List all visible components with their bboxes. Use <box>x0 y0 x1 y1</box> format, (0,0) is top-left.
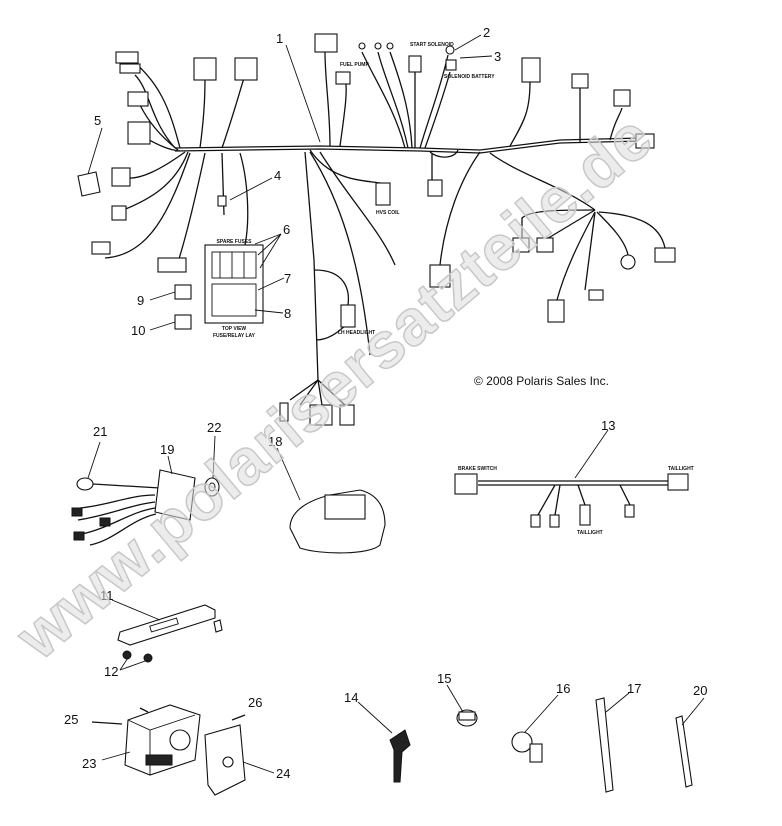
callout-1: 1 <box>276 31 283 46</box>
callout-8: 8 <box>284 306 291 321</box>
callout-11: 11 <box>100 588 114 603</box>
bracket-11 <box>117 604 223 663</box>
callout-numbers: 1 2 3 4 5 6 7 8 9 10 11 12 13 14 15 16 1… <box>64 25 707 781</box>
harness-connectors <box>77 33 676 426</box>
callout-21: 21 <box>93 424 107 439</box>
hvs-coil-label: HVS COIL <box>376 210 400 216</box>
control-module-23 <box>91 704 246 796</box>
callout-9: 9 <box>137 293 144 308</box>
clamp-15 <box>456 709 478 727</box>
callout-26: 26 <box>248 695 262 710</box>
cable-tie-17 <box>595 697 614 793</box>
harness-13-left-label: BRAKE SWITCH <box>458 466 497 472</box>
solenoid-battery-label: SOLENOID BATTERY <box>444 74 495 80</box>
callout-13: 13 <box>601 418 615 433</box>
leader-lines <box>87 34 705 774</box>
cable-tie-20 <box>675 715 693 788</box>
foam-pad-18 <box>289 489 386 554</box>
lh-headlight-label: LH HEADLIGHT <box>338 330 375 336</box>
callout-5: 5 <box>94 113 101 128</box>
fuse-relay-box: SPARE FUSES TOP VIEW FUSE/RELAY LAY <box>174 239 264 339</box>
callout-25: 25 <box>64 712 78 727</box>
callout-15: 15 <box>437 671 451 686</box>
copyright-text: © 2008 Polaris Sales Inc. <box>474 374 609 388</box>
callout-23: 23 <box>82 756 96 771</box>
grommet-22 <box>204 477 220 497</box>
harness-13-right-label: TAILLIGHT <box>668 466 694 472</box>
callout-2: 2 <box>483 25 490 40</box>
callout-18: 18 <box>268 434 282 449</box>
callout-20: 20 <box>693 683 707 698</box>
callout-10: 10 <box>131 323 145 338</box>
fuel-pump-label: FUEL PUMP <box>340 62 369 68</box>
callout-4: 4 <box>274 168 281 183</box>
clamp-16 <box>511 731 543 763</box>
callout-16: 16 <box>556 681 570 696</box>
clip-14 <box>389 729 411 783</box>
callout-14: 14 <box>344 690 358 705</box>
callout-6: 6 <box>283 222 290 237</box>
top-view-label: TOP VIEW <box>222 326 247 332</box>
main-wire-harness <box>104 51 666 406</box>
start-solenoid-label: START SOLENOID <box>410 42 454 48</box>
harness-13-mid-label: TAILLIGHT <box>577 530 603 536</box>
callout-12: 12 <box>104 664 118 679</box>
fuse-relay-label: FUSE/RELAY LAY <box>213 333 256 339</box>
callout-7: 7 <box>284 271 291 286</box>
relay-harness-19 <box>71 469 196 546</box>
callout-17: 17 <box>627 681 641 696</box>
callout-3: 3 <box>494 49 501 64</box>
callout-19: 19 <box>160 442 174 457</box>
spare-fuses-label: SPARE FUSES <box>217 239 253 245</box>
callout-24: 24 <box>276 766 290 781</box>
harness-13: BRAKE SWITCH TAILLIGHT TAILLIGHT <box>454 466 694 536</box>
callout-22: 22 <box>207 420 221 435</box>
